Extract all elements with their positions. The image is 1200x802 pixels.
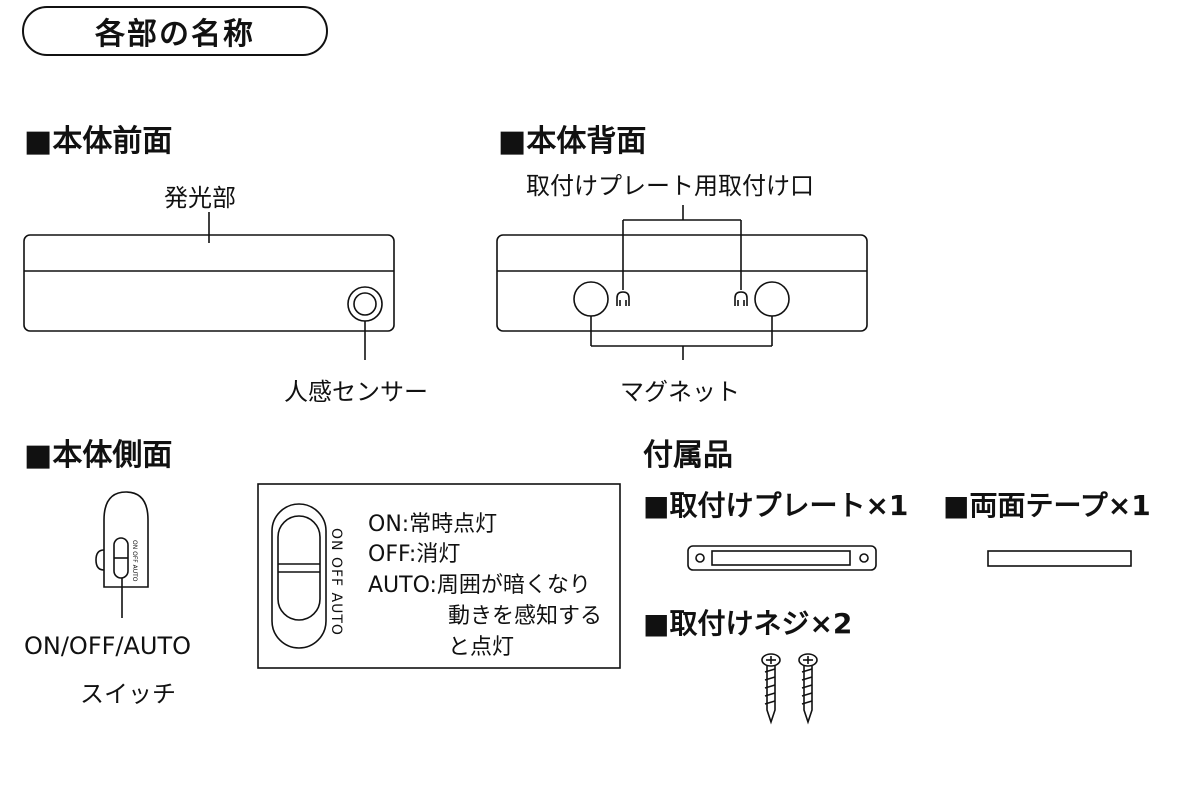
section-side-heading: ■本体側面 (24, 438, 173, 473)
front-body (23, 212, 395, 360)
mount-plate-slot-label: 取付けプレート用取付け口 (526, 172, 814, 200)
section-front-heading: ■本体前面 (24, 124, 173, 159)
side-body (95, 491, 149, 618)
accessory-plate-label: ■取付けプレート×1 (643, 489, 909, 522)
mount-plate-drawing (687, 545, 877, 571)
switch-label-line1: ON/OFF/AUTO (24, 632, 192, 660)
accessory-screws-label: ■取付けネジ×2 (643, 607, 853, 640)
switch-desc-off: OFF:消灯 (368, 542, 461, 567)
switch-desc-auto-cont1: 動きを感知する (448, 604, 603, 629)
side-switch-tiny-label: ON OFF AUTO (131, 540, 138, 582)
switch-desc-on: ON:常時点灯 (368, 512, 498, 537)
switch-desc-auto-cont2: と点灯 (448, 635, 515, 660)
back-body (496, 205, 868, 360)
motion-sensor-label: 人感センサー (284, 378, 428, 406)
page-title: 各部の名称 (22, 6, 328, 56)
magnet-label: マグネット (620, 378, 740, 406)
page-title-text: 各部の名称 (95, 17, 255, 52)
switch-vertical-label: ON OFF AUTO (328, 528, 344, 636)
screws-drawing (761, 653, 818, 725)
accessory-tape-label: ■両面テープ×1 (943, 489, 1151, 522)
switch-label-line2: スイッチ (80, 680, 176, 708)
light-emitter-label: 発光部 (164, 184, 236, 212)
section-back-heading: ■本体背面 (498, 124, 647, 159)
switch-detail-box (257, 483, 621, 669)
section-accessories-heading: 付属品 (643, 438, 733, 473)
switch-desc-auto: AUTO:周囲が暗くなり (368, 573, 591, 598)
double-sided-tape-drawing (987, 550, 1132, 567)
